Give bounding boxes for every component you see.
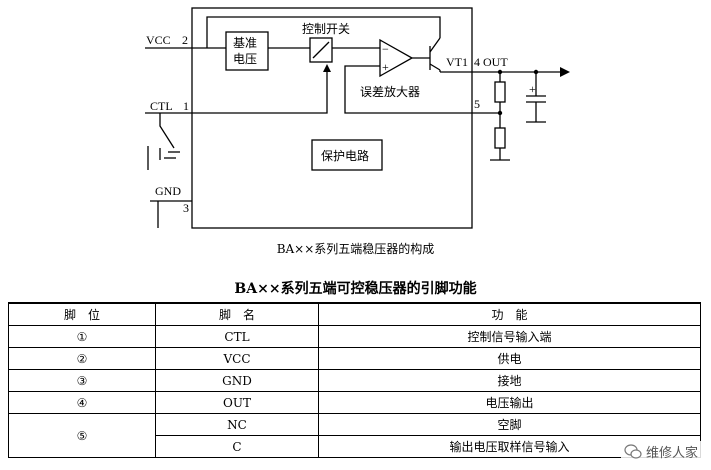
- ctl-label: CTL: [150, 99, 173, 113]
- ctl-switch: [159, 113, 175, 149]
- protect-label: 保护电路: [321, 148, 369, 163]
- pin-name: GND: [155, 369, 319, 392]
- table-row: ④ OUT 电压输出: [8, 391, 701, 414]
- wechat-icon: [624, 443, 642, 459]
- header-name: 脚 名: [155, 302, 319, 326]
- pin-function-table: 脚 位 脚 名 功 能 ① CTL 控制信号输入端 ② VCC 供电 ③ GND…: [8, 302, 701, 458]
- amp-label: 误差放大器: [360, 84, 420, 99]
- pin-function: 供电: [318, 347, 701, 370]
- table-row: ② VCC 供电: [8, 347, 701, 370]
- table-row: ① CTL 控制信号输入端: [8, 325, 701, 348]
- plus-label: +: [382, 60, 389, 74]
- resistor-upper: [494, 81, 506, 103]
- table-row: ③ GND 接地: [8, 369, 701, 392]
- pin-function: 接地: [318, 369, 701, 392]
- diagram-caption: BA××系列五端稳压器的构成: [276, 242, 435, 256]
- table-row: ⑤ NC 空脚: [8, 413, 701, 458]
- ref-label-2: 电压: [233, 52, 257, 66]
- cap-plus-label: +: [529, 82, 536, 96]
- pin-name: C: [155, 435, 319, 458]
- pin-name: CTL: [155, 325, 319, 348]
- header-position: 脚 位: [8, 302, 156, 326]
- vcc-pin: 2: [182, 33, 188, 47]
- pin-position: ④: [8, 391, 156, 414]
- pin-name: OUT: [155, 391, 319, 414]
- ctl-arrow-icon: [323, 64, 331, 72]
- reference-block: [225, 31, 269, 71]
- pin-name: NC: [155, 413, 319, 436]
- pin-name: VCC: [155, 347, 319, 370]
- out-label: 4 OUT: [474, 55, 508, 69]
- pin-position: ②: [8, 347, 156, 370]
- protection-block: [311, 139, 383, 171]
- vt1-label: VT1: [446, 55, 468, 69]
- watermark: 维修人家: [620, 441, 701, 462]
- bus-wire: [206, 16, 441, 48]
- table-header-row: 脚 位 脚 名 功 能: [8, 302, 701, 326]
- pin-function: 控制信号输入端: [318, 325, 701, 348]
- header-function: 功 能: [318, 302, 701, 326]
- watermark-text: 维修人家: [645, 446, 698, 461]
- ctl-pin: 1: [183, 99, 189, 113]
- pin-function: 输出电压取样信号输入: [318, 435, 701, 458]
- out-arrow-icon: [560, 67, 570, 77]
- ctl-wire: [145, 72, 328, 114]
- regulator-block-diagram: VCC 2 CTL 1 GND 3 4 OUT VT1 5 − + + 基准 电…: [145, 7, 570, 229]
- gnd-label: GND: [155, 184, 181, 198]
- pin-position: ③: [8, 369, 156, 392]
- minus-label: −: [382, 42, 389, 56]
- table-row: C 输出电压取样信号输入: [9, 435, 701, 458]
- vcc-label: VCC: [146, 33, 171, 47]
- ic-outline: [191, 7, 473, 229]
- pin-position: ⑤: [8, 413, 156, 458]
- control-switch: [309, 37, 333, 63]
- error-amplifier: [379, 38, 414, 78]
- feedback-wire: [344, 65, 500, 114]
- ref-label-1: 基准: [233, 36, 257, 50]
- pin-function: 电压输出: [318, 391, 701, 414]
- pin-position: ①: [8, 325, 156, 348]
- pin-function: 空脚: [318, 413, 701, 436]
- resistor-lower: [494, 127, 506, 149]
- table-title: BA××系列五端可控稳压器的引脚功能: [234, 281, 477, 297]
- pin5-label: 5: [474, 97, 480, 111]
- gnd-pin: 3: [183, 201, 189, 215]
- switch-label: 控制开关: [302, 22, 350, 36]
